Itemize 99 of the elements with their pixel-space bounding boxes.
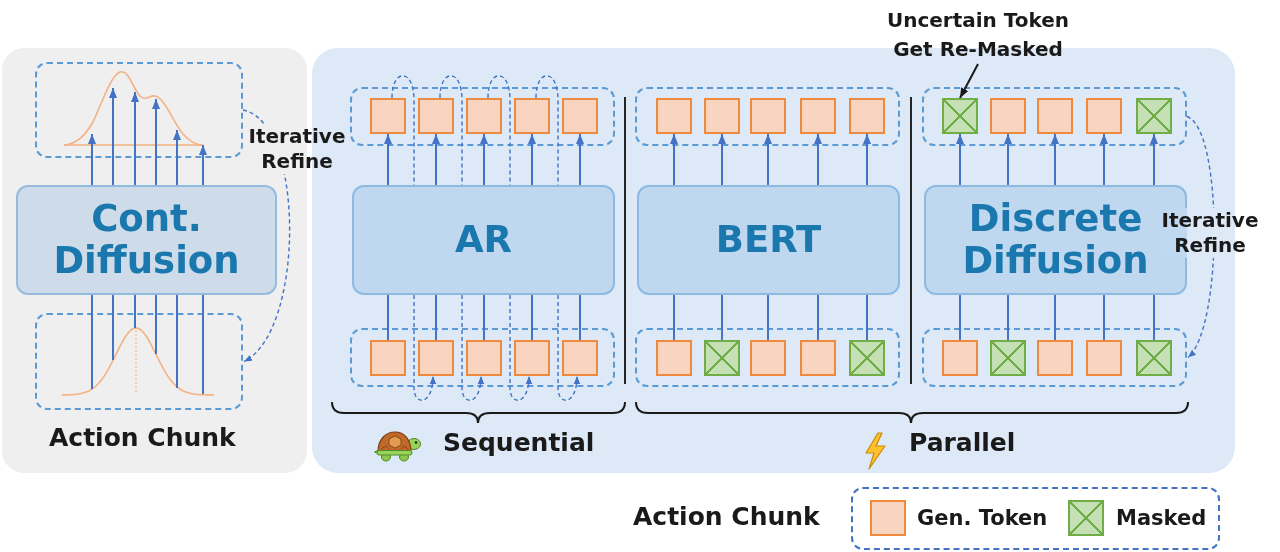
leader-arrow [959, 63, 979, 99]
connector-line [767, 294, 769, 341]
dashed-loop-arrow [557, 294, 580, 401]
arrow [1051, 133, 1059, 186]
action-token [750, 340, 786, 376]
legend-label: Masked [1116, 505, 1207, 531]
connector-line [531, 294, 533, 341]
arrow [764, 133, 772, 186]
connector-line [1054, 294, 1056, 341]
arrow [956, 133, 964, 186]
action-token [990, 98, 1026, 134]
token-group-frame [922, 328, 1187, 387]
legend-label: Gen. Token [917, 505, 1048, 531]
arrow [152, 98, 160, 186]
arrow [814, 133, 822, 186]
model-box: BERT [637, 185, 900, 295]
action-token [750, 98, 786, 134]
dashed-loop-arrow [461, 294, 484, 401]
token-group-frame [922, 87, 1187, 146]
action-token [562, 98, 598, 134]
action-token [466, 98, 502, 134]
action-token [942, 340, 978, 376]
arrow [384, 133, 392, 186]
arrow [718, 133, 726, 186]
masked-token [990, 340, 1026, 376]
dashed-loop-line [487, 75, 511, 186]
token-group-frame [635, 87, 900, 146]
arrow [576, 133, 584, 186]
section-label: Sequential [443, 428, 595, 458]
arrow [109, 87, 117, 186]
token-group-frame [635, 328, 900, 387]
connector-line [387, 294, 389, 341]
connector-line [483, 294, 485, 341]
dashed-loop-arrow [413, 294, 436, 401]
action-token [849, 98, 885, 134]
dashed-loop-arrow [509, 294, 532, 401]
model-box: Cont. Diffusion [16, 185, 277, 295]
connector-line [866, 294, 868, 341]
action-token [704, 98, 740, 134]
action-token [562, 340, 598, 376]
connector-line [176, 294, 178, 389]
distribution-frame [35, 62, 243, 158]
action-token [800, 340, 836, 376]
action-token [514, 340, 550, 376]
arrow [173, 129, 181, 186]
arrow [1004, 133, 1012, 186]
arrow [1100, 133, 1108, 186]
action-token [1037, 98, 1073, 134]
panel-caption: Action Chunk [49, 423, 236, 453]
arrow [670, 133, 678, 186]
model-box: AR [352, 185, 615, 295]
action-token [656, 98, 692, 134]
token-group-frame [350, 328, 615, 387]
section-label: Parallel [909, 428, 1016, 458]
dashed-loop-line [391, 75, 415, 186]
action-token [514, 98, 550, 134]
action-token [418, 340, 454, 376]
dashed-loop-line [439, 75, 463, 186]
legend-title: Action Chunk [633, 502, 820, 532]
arrow [480, 133, 488, 186]
arrow [863, 133, 871, 186]
action-token [370, 340, 406, 376]
connector-line [1153, 294, 1155, 341]
connector-line [1007, 294, 1009, 341]
connector-line [112, 294, 114, 361]
connector-line [721, 294, 723, 341]
connector-line [155, 294, 157, 355]
dashed-loop-line [535, 75, 559, 186]
action-token [1086, 340, 1122, 376]
action-token [418, 98, 454, 134]
action-token [656, 340, 692, 376]
action-token [466, 340, 502, 376]
masked-token [704, 340, 740, 376]
connector-line [435, 294, 437, 341]
masked-token [849, 340, 885, 376]
arrow [1150, 133, 1158, 186]
connector-line [959, 294, 961, 341]
connector-line [673, 294, 675, 341]
arrow [88, 133, 96, 186]
action-token [370, 98, 406, 134]
arrow [199, 144, 207, 186]
connector-line [1103, 294, 1105, 341]
action-token [1086, 98, 1122, 134]
connector-line [134, 294, 136, 329]
connector-line [817, 294, 819, 341]
connector-line [202, 294, 204, 395]
masked-token [942, 98, 978, 134]
masked-token [1136, 98, 1172, 134]
arrow [131, 91, 139, 186]
connector-line [91, 294, 93, 390]
action-token [800, 98, 836, 134]
connector-line [579, 294, 581, 341]
arrow [528, 133, 536, 186]
token-group-frame [350, 87, 615, 146]
action-token [1037, 340, 1073, 376]
annotation-text: Uncertain Token Get Re-Masked [873, 6, 1083, 64]
distribution-frame [35, 313, 243, 410]
masked-token [1136, 340, 1172, 376]
arrow [432, 133, 440, 186]
